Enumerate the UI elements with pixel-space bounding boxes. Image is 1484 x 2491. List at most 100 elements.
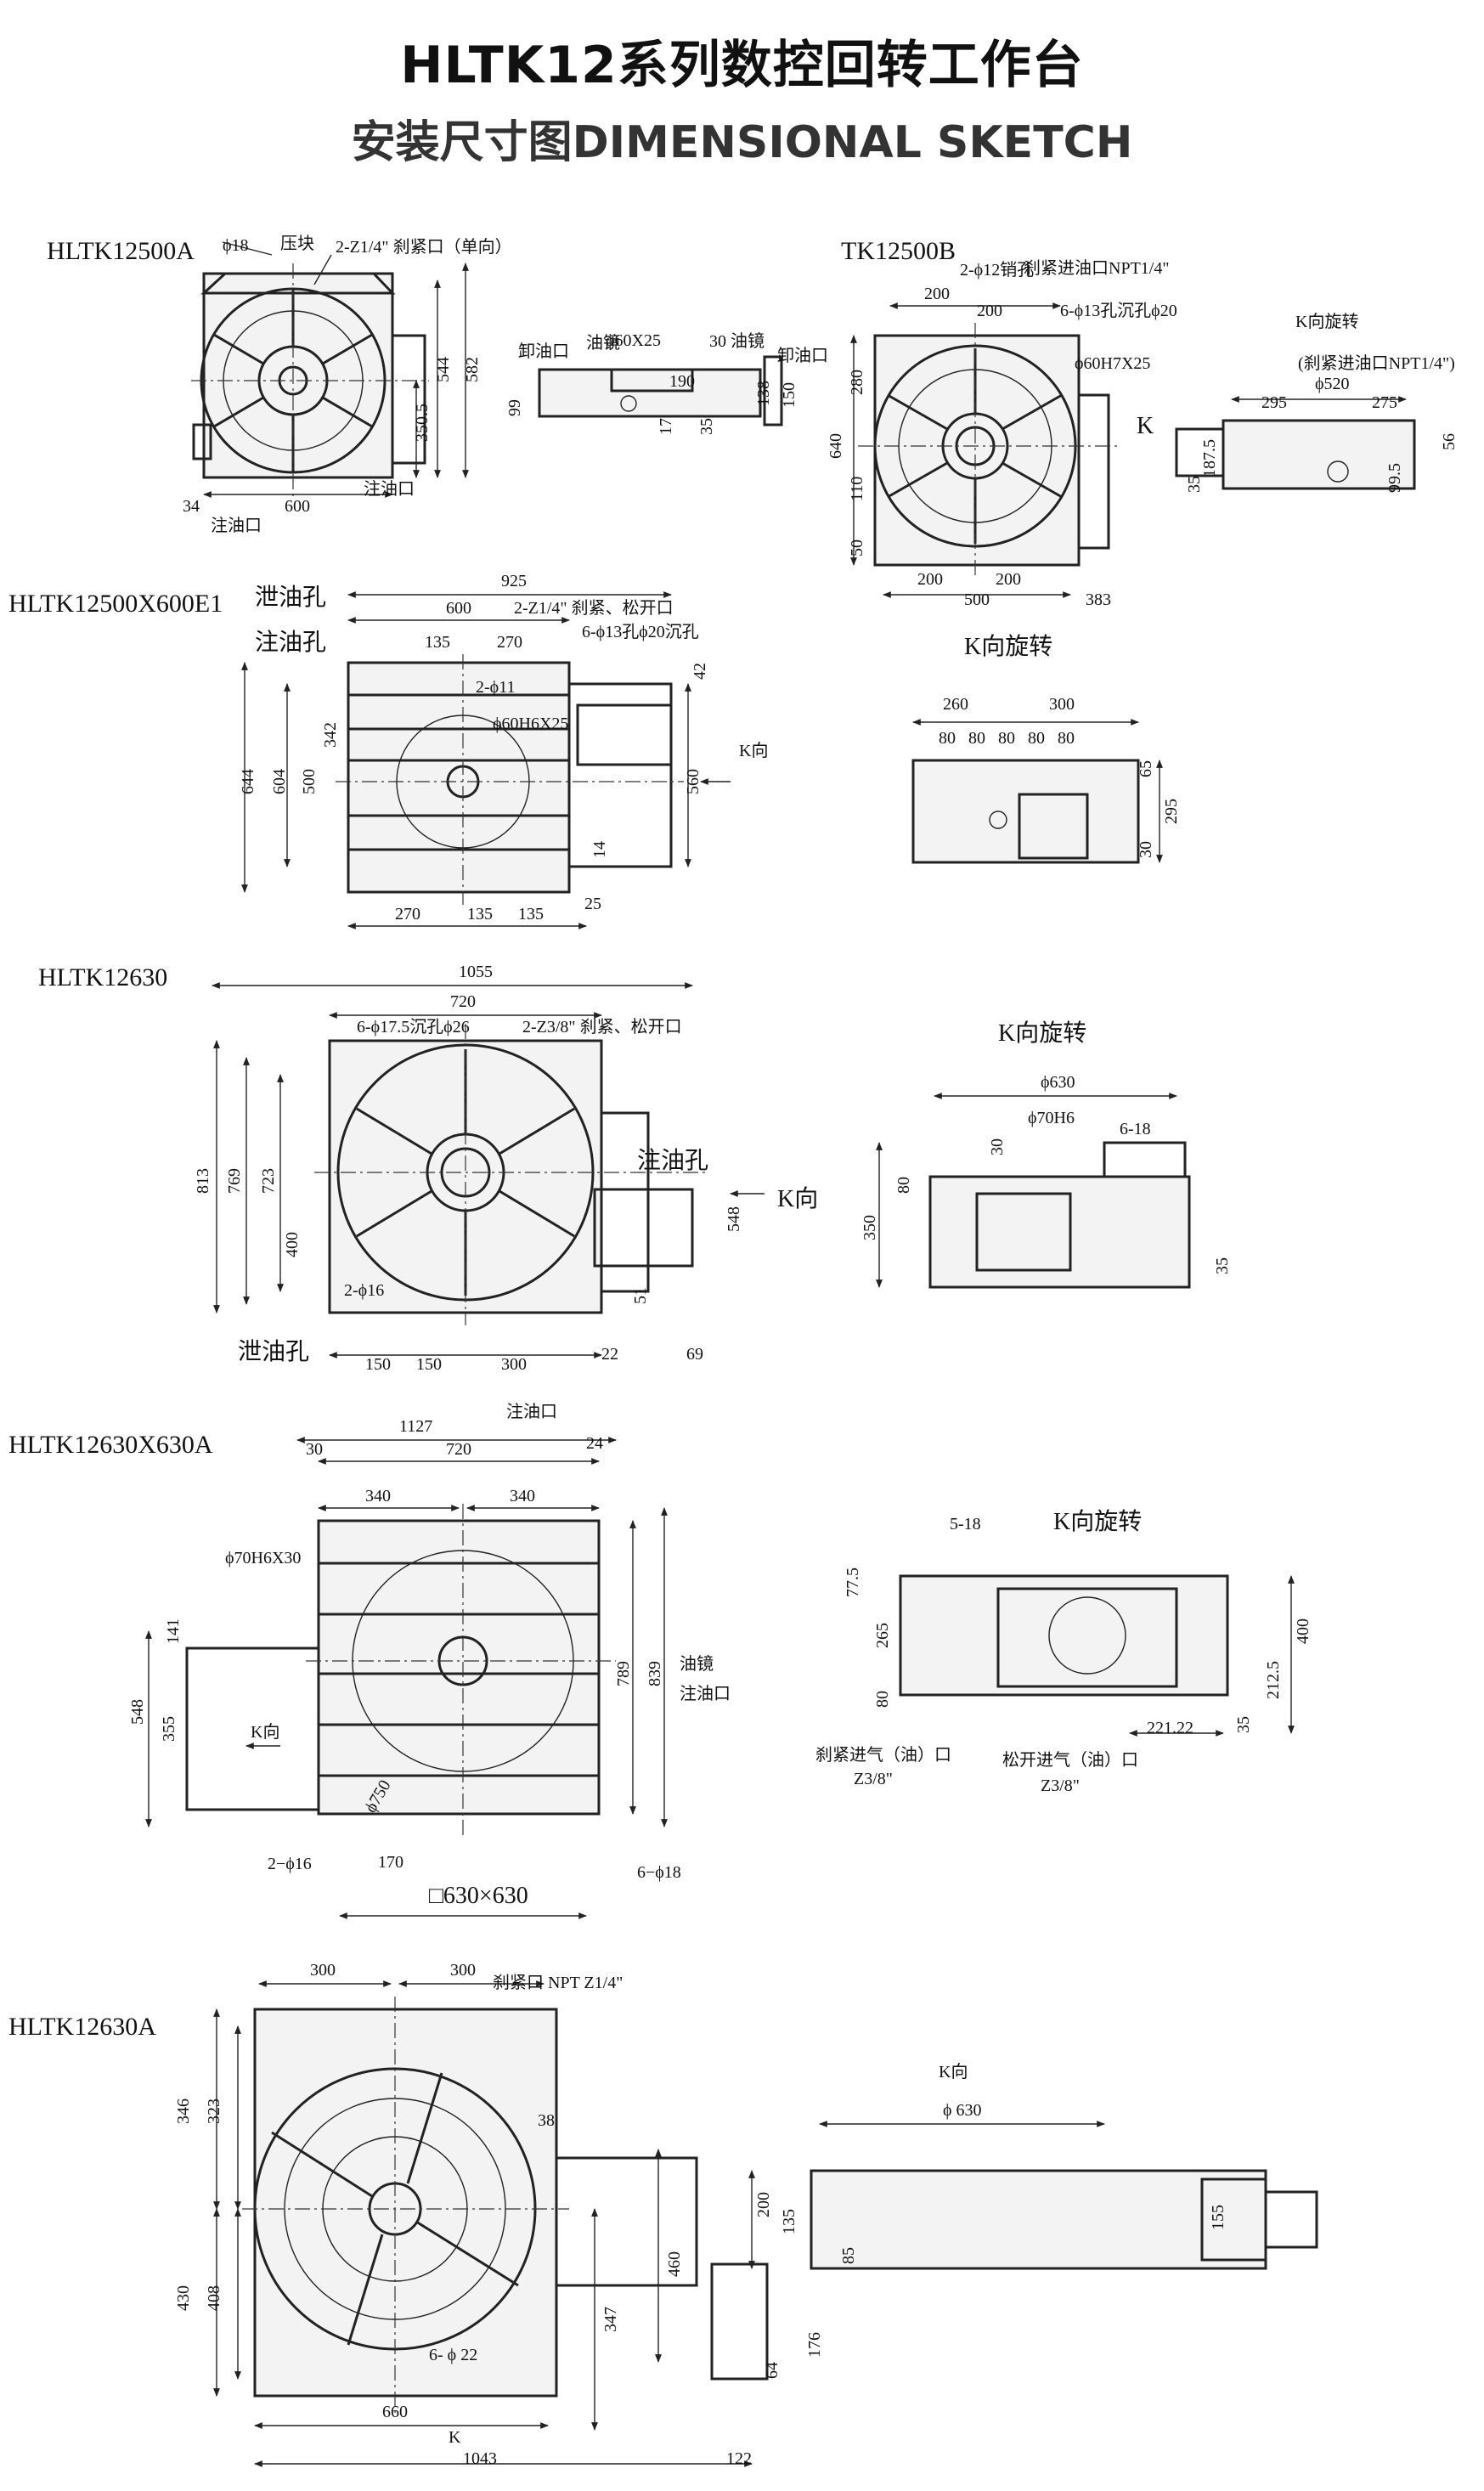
label-brake-release: 2-Z3/8" 刹紧、松开口 — [522, 1017, 682, 1037]
drawing-hltk12500x600e1: HLTK12500X600E1 泄油孔 注油孔 925 600 2-Z1/4" … — [8, 572, 1181, 929]
dim-260: 260 — [943, 695, 968, 714]
label-oil-hole: 注油孔 — [637, 1147, 708, 1174]
dim-138: 138 — [754, 381, 773, 406]
label-brake-port: 刹紧进油口NPT1/4" — [1024, 258, 1170, 278]
dim-275: 275 — [1372, 393, 1397, 412]
k-view-motor — [1200, 2178, 1267, 2262]
dim-723: 723 — [259, 1168, 278, 1194]
label-drain-hole: 泄油孔 — [238, 1338, 309, 1365]
dim-42: 42 — [691, 663, 709, 680]
dim-221-22: 221.22 — [1147, 1719, 1193, 1737]
dim-300-a: 300 — [310, 1961, 336, 1980]
dim-813: 813 — [194, 1168, 212, 1194]
dim-5-18: 5-18 — [950, 1515, 981, 1534]
motor-box — [593, 1188, 694, 1268]
dim-2-phi11: 2-ϕ11 — [476, 678, 515, 697]
dim-phi630: ϕ630 — [1041, 1073, 1075, 1092]
dim-30: 30 — [709, 332, 726, 351]
label-6-phi22: 6- ϕ 22 — [429, 2346, 477, 2364]
dim-17: 17 — [657, 418, 675, 435]
k-direction: K向 — [777, 1185, 818, 1212]
dim-280: 280 — [848, 370, 866, 395]
label-brake-port: 刹紧口 NPT Z1/4" — [493, 1973, 623, 1992]
dim-phi60h6: ϕ60H6X25 — [493, 715, 568, 733]
dim-544: 544 — [434, 357, 453, 382]
dim-51: 51 — [631, 1287, 650, 1304]
dim-342: 342 — [321, 722, 340, 748]
oil-mirror-icon — [620, 395, 637, 412]
dim-phi70h6: ϕ70H6 — [1028, 1109, 1075, 1127]
side-view-flange — [763, 355, 783, 426]
dim-200-b: 200 — [977, 302, 1002, 320]
dim-300-b: 300 — [450, 1961, 476, 1980]
dim-phi18: ϕ18 — [223, 236, 249, 255]
dim-25: 25 — [584, 895, 601, 913]
dim-300: 300 — [1049, 695, 1075, 714]
dim-phi60x25: ϕ60X25 — [606, 331, 661, 350]
label-drain-hole: 泄油孔 — [255, 584, 326, 611]
dim-340-a: 340 — [365, 1487, 391, 1505]
dim-80-c: 80 — [998, 729, 1015, 748]
dim-548: 548 — [725, 1206, 743, 1232]
dim-135: 135 — [780, 2209, 798, 2234]
model-label-hltk12630x630a: HLTK12630X630A — [8, 1431, 213, 1459]
label-oil-inlet-1: 注油口 — [211, 516, 262, 535]
dim-80-d: 80 — [1028, 729, 1045, 748]
page-subtitle: 安装尺寸图DIMENSIONAL SKETCH — [351, 117, 1133, 168]
dim-85: 85 — [839, 2247, 858, 2264]
dim-200-a: 200 — [924, 285, 950, 303]
dim-80: 80 — [873, 1691, 892, 1708]
k-view-body — [899, 1574, 1229, 1697]
label-2-phi16: 2-ϕ16 — [344, 1281, 384, 1300]
table-plate — [317, 1519, 601, 1816]
label-oil-inlet: 注油口 — [506, 1402, 557, 1421]
motor-housing — [185, 1647, 320, 1811]
housing-top — [200, 272, 396, 295]
dim-789: 789 — [614, 1661, 633, 1686]
housing-right — [600, 1111, 650, 1293]
dim-640: 640 — [827, 433, 845, 459]
dim-135: 135 — [425, 633, 450, 652]
dim-644: 644 — [239, 769, 257, 794]
model-label-hltk12630a: HLTK12630A — [8, 2013, 156, 2041]
dim-295: 295 — [1261, 393, 1287, 412]
t-slot-4 — [322, 396, 373, 428]
dim-38: 38 — [538, 2111, 555, 2130]
label-drain-1: 卸油口 — [518, 342, 569, 361]
dim-295: 295 — [1162, 799, 1181, 824]
dim-6-18: 6-18 — [1120, 1120, 1151, 1138]
side-view-keyway — [610, 368, 694, 393]
dim-548: 548 — [128, 1699, 147, 1725]
k-view-body — [928, 1175, 1191, 1289]
k-view-title: K向旋转 — [1295, 312, 1358, 331]
label-oil-inlet-2: 注油口 — [364, 479, 415, 499]
drawing-hltk12630a: HLTK12630A 300 300 刹紧口 NPT Z1/4" 346 323… — [8, 1961, 1318, 2468]
k-view-flange — [1175, 427, 1225, 477]
housing-outline — [202, 272, 394, 479]
dim-77-5: 77.5 — [844, 1567, 862, 1597]
model-label-tk12500b: TK12500B — [841, 237, 956, 265]
dim-99-5: 99.5 — [1385, 463, 1404, 493]
k-view-window — [1018, 793, 1089, 860]
dim-phi630: ϕ 630 — [943, 2101, 982, 2120]
dim-500: 500 — [964, 590, 990, 609]
k-view-body — [911, 759, 1140, 864]
label-6-phi18: 6−ϕ18 — [637, 1863, 681, 1882]
dim-phi70h6x30: ϕ70H6X30 — [225, 1549, 301, 1567]
motor-housing — [555, 2156, 698, 2287]
label-table-size: □630×630 — [429, 1883, 528, 1909]
label-oil-inlet-2: 注油口 — [680, 1684, 731, 1703]
dim-270: 270 — [497, 633, 522, 652]
dim-150: 150 — [780, 382, 798, 408]
label-counterbore: 6-ϕ13孔ϕ20沉孔 — [582, 622, 699, 641]
dim-50: 50 — [848, 539, 866, 556]
dim-582: 582 — [463, 357, 482, 382]
dim-176: 176 — [805, 2332, 824, 2358]
dim-720: 720 — [446, 1440, 471, 1459]
dim-925: 925 — [501, 572, 527, 590]
model-label-hltk12500a: HLTK12500A — [47, 237, 195, 265]
k-arrow-label: K — [449, 2428, 461, 2447]
dim-200-c: 200 — [917, 570, 943, 589]
label-brake-port: 2-Z1/4" 刹紧口（单向） — [336, 237, 512, 257]
model-label-hltk12500x600e1: HLTK12500X600E1 — [8, 590, 223, 618]
